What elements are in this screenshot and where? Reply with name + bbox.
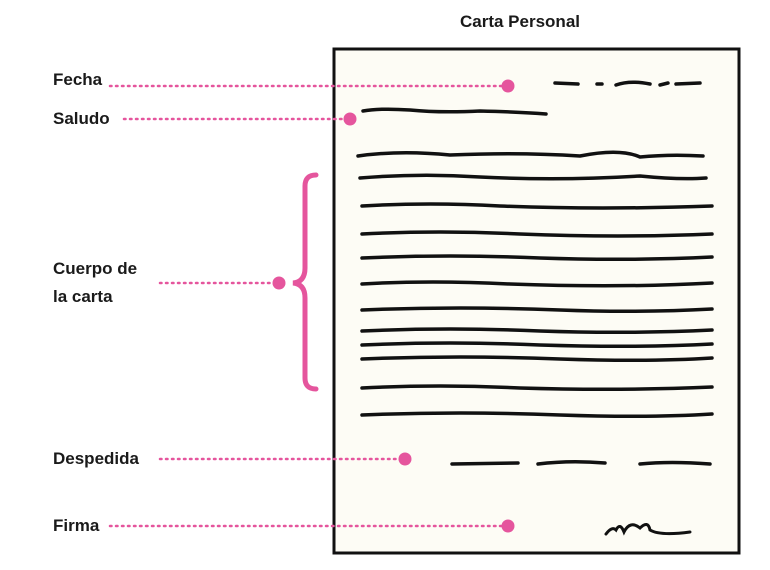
label-cuerpo-line1: Cuerpo de bbox=[53, 259, 138, 278]
greeting-scribble bbox=[361, 107, 548, 116]
diagram-title: Carta Personal bbox=[460, 12, 580, 31]
marker-dots bbox=[272, 79, 515, 533]
label-firma: Firma bbox=[53, 516, 100, 535]
leader-lines bbox=[108, 84, 507, 528]
signature-scribble bbox=[604, 523, 692, 536]
date-scribble bbox=[553, 80, 702, 87]
label-despedida: Despedida bbox=[53, 449, 139, 468]
closing-scribble bbox=[450, 459, 712, 466]
label-fecha: Fecha bbox=[53, 70, 103, 89]
label-saludo: Saludo bbox=[53, 109, 110, 128]
label-cuerpo-line2: la carta bbox=[53, 287, 113, 306]
body-brace bbox=[292, 172, 319, 392]
body-scribbles bbox=[356, 150, 714, 419]
letter-paper bbox=[332, 47, 741, 555]
letter-scribbles bbox=[356, 80, 714, 536]
